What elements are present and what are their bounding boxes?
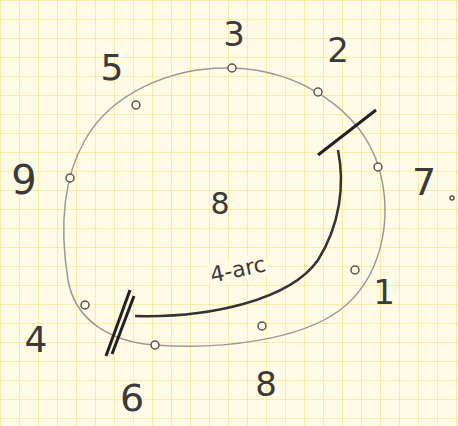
arc-end-tick [106,290,134,356]
vertex-number: 8 [253,367,279,401]
vertex-number: 2 [325,33,351,67]
center-label: 8 [208,189,231,219]
vertex-number: 6 [118,379,146,417]
arc-end-tick [318,110,376,155]
vertex-number: 9 [9,160,38,200]
vertex-number: 4 [23,322,50,358]
vertex-number: 7 [410,163,438,201]
vertex-number: 3 [221,17,247,51]
vertex-number: 1 [371,275,397,309]
vertex-number: 5 [99,50,126,86]
arc-stroke [135,150,341,316]
outline-loop [64,68,385,346]
